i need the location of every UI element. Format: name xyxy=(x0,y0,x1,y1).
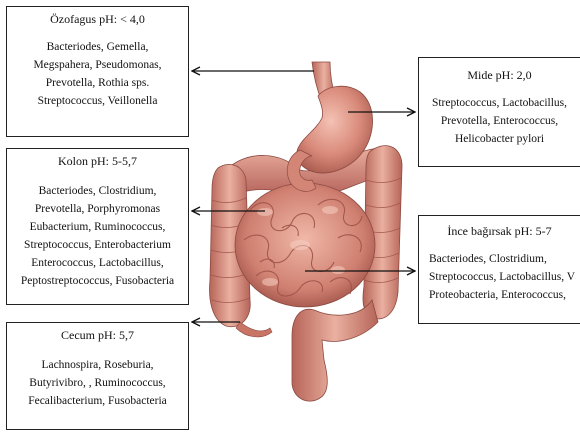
bacteria-line: Streptococcus, Lactobacillus, xyxy=(419,94,580,112)
bacteria-line: Bacteriodes, Clostridium, xyxy=(429,250,580,268)
esophagus-title: Özofagus pH: < 4,0 xyxy=(7,12,188,26)
bacteria-line: Proteobacteria, Enterococcus, xyxy=(429,286,580,304)
cecum-title: Cecum pH: 5,7 xyxy=(7,328,188,342)
small-intestine-bacteria-list: Bacteriodes, Clostridium, Streptococcus,… xyxy=(419,250,580,304)
bacteria-line: Peptostreptococcus, Fusobacteria xyxy=(7,272,188,290)
bacteria-line: Bacteriodes, Gemella, xyxy=(7,38,188,56)
bacteria-line: Bacteriodes, Clostridium, xyxy=(7,182,188,200)
bacteria-line: Prevotella, Rothia sps. xyxy=(7,74,188,92)
bacteria-line: Streptococcus, Enterobacterium xyxy=(7,236,188,254)
bacteria-line: Streptococcus, Lactobacillus, V xyxy=(429,268,580,286)
colon-bacteria-list: Bacteriodes, Clostridium, Prevotella, Po… xyxy=(7,182,188,290)
bacteria-line: Helicobacter pylori xyxy=(419,130,580,148)
stomach-title: Mide pH: 2,0 xyxy=(419,68,580,82)
cecum-info-box: Cecum pH: 5,7 Lachnospira, Roseburia, Bu… xyxy=(6,322,189,430)
small-intestine-shape xyxy=(235,183,375,307)
bacteria-line: Prevotella, Porphyromonas xyxy=(7,200,188,218)
sigmoid-colon-shape xyxy=(292,300,378,401)
small-intestine-info-box: İnce bağırsak pH: 5-7 Bacteriodes, Clost… xyxy=(418,215,580,324)
colon-info-box: Kolon pH: 5-5,7 Bacteriodes, Clostridium… xyxy=(6,148,189,305)
appendix-shape xyxy=(236,322,272,337)
bacteria-line: Butyrivibro, , Ruminococcus, xyxy=(7,374,188,392)
bacteria-line: Enterococcus, Lactobacillus, xyxy=(7,254,188,272)
stomach-bacteria-list: Streptococcus, Lactobacillus, Prevotella… xyxy=(419,94,580,148)
colon-title: Kolon pH: 5-5,7 xyxy=(7,154,188,168)
bacteria-line: Prevotella, Enterococcus, xyxy=(419,112,580,130)
bacteria-line: Lachnospira, Roseburia, xyxy=(7,356,188,374)
esophagus-info-box: Özofagus pH: < 4,0 Bacteriodes, Gemella,… xyxy=(6,6,189,137)
stomach-info-box: Mide pH: 2,0 Streptococcus, Lactobacillu… xyxy=(418,57,580,167)
bacteria-line: Streptococcus, Veillonella xyxy=(7,92,188,110)
small-intestine-title: İnce bağırsak pH: 5-7 xyxy=(419,224,580,238)
cecum-bacteria-list: Lachnospira, Roseburia, Butyrivibro, , R… xyxy=(7,356,188,410)
bacteria-line: Eubacterium, Ruminococcus, xyxy=(7,218,188,236)
bacteria-line: Fecalibacterium, Fusobacteria xyxy=(7,392,188,410)
bacteria-line: Megspahera, Pseudomonas, xyxy=(7,56,188,74)
esophagus-bacteria-list: Bacteriodes, Gemella, Megspahera, Pseudo… xyxy=(7,38,188,110)
